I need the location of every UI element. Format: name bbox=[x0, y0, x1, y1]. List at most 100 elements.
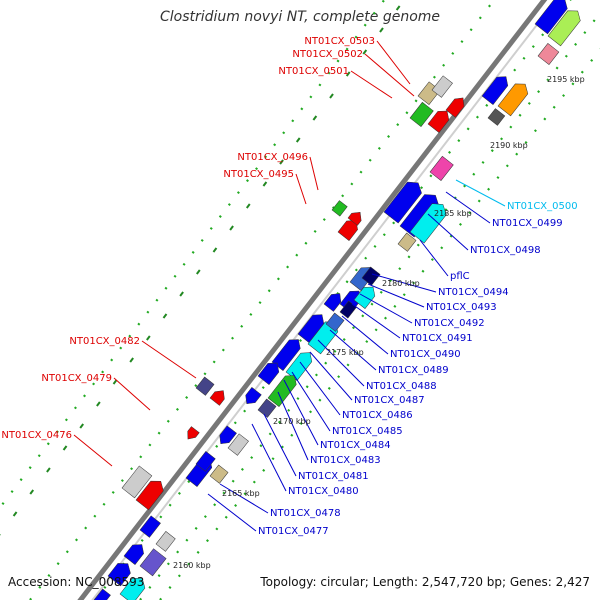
gene-feature bbox=[325, 312, 345, 332]
kbp-label: 2170 kbp bbox=[273, 417, 311, 426]
gene-feature bbox=[323, 293, 342, 312]
leader-line bbox=[291, 371, 331, 432]
kbp-label: 2190 kbp bbox=[490, 141, 528, 150]
gene-feature bbox=[271, 339, 301, 371]
gene-feature bbox=[409, 101, 434, 127]
gene-feature bbox=[547, 10, 581, 47]
leader-line bbox=[419, 239, 449, 277]
tick-mark bbox=[162, 313, 168, 319]
tick-mark bbox=[312, 115, 318, 121]
leader-line bbox=[283, 379, 319, 446]
gene-feature bbox=[245, 387, 262, 404]
gene-label-right: NT01CX_0494 bbox=[438, 287, 509, 298]
gene-label-left: NT01CX_0503 bbox=[304, 36, 375, 47]
tick-mark bbox=[96, 401, 101, 407]
leader-line bbox=[277, 391, 309, 461]
gene-feature bbox=[399, 194, 440, 238]
gene-label-right: NT01CX_0490 bbox=[390, 349, 461, 360]
leader-line bbox=[350, 70, 393, 99]
gene-feature bbox=[409, 203, 447, 244]
leader-line bbox=[251, 423, 287, 492]
leader-line bbox=[359, 293, 413, 324]
gene-labels: NT01CX_0503NT01CX_0502NT01CX_0501NT01CX_… bbox=[1, 36, 577, 537]
gene-feature bbox=[93, 588, 111, 600]
leader-line bbox=[367, 283, 425, 308]
backbone bbox=[77, 0, 558, 600]
gene-label-left: NT01CX_0482 bbox=[69, 336, 140, 347]
tick-mark bbox=[29, 489, 35, 495]
gene-label-right: NT01CX_0484 bbox=[320, 440, 391, 451]
tick-marks bbox=[0, 5, 401, 536]
leader-line bbox=[309, 156, 319, 191]
gene-label-right: NT01CX_0493 bbox=[426, 302, 497, 313]
gene-feature bbox=[209, 464, 229, 484]
gene-feature bbox=[537, 43, 560, 65]
gene-label-left: NT01CX_0502 bbox=[292, 49, 363, 60]
gene-label-right: NT01CX_0478 bbox=[270, 508, 341, 519]
gene-feature bbox=[155, 531, 176, 552]
gene-feature bbox=[383, 181, 422, 224]
leader-line bbox=[219, 483, 269, 514]
gene-label-right: NT01CX_0477 bbox=[258, 526, 329, 537]
kbp-label: 2195 kbp bbox=[547, 75, 585, 84]
tick-mark bbox=[345, 71, 351, 77]
leader-line bbox=[295, 173, 307, 205]
tick-mark bbox=[112, 379, 118, 385]
gene-label-right: NT01CX_0480 bbox=[288, 486, 359, 497]
tick-mark bbox=[395, 5, 401, 11]
kbp-label: 2165 kbp bbox=[222, 489, 260, 498]
gene-label-right: NT01CX_0487 bbox=[354, 395, 425, 406]
backbone-line bbox=[77, 0, 548, 600]
gene-feature bbox=[195, 376, 215, 396]
tick-mark bbox=[62, 445, 68, 451]
tick-mark bbox=[295, 137, 301, 143]
gene-label-left: NT01CX_0496 bbox=[237, 152, 308, 163]
leader-line bbox=[207, 493, 257, 532]
backbone-line-inner bbox=[91, 0, 558, 600]
gene-feature bbox=[119, 577, 146, 600]
leader-line bbox=[299, 361, 341, 416]
gene-label-right: NT01CX_0486 bbox=[342, 410, 413, 421]
gene-feature bbox=[431, 75, 453, 98]
leader-line bbox=[73, 434, 113, 467]
kbp-label: 2160 kbp bbox=[173, 561, 211, 570]
tick-mark bbox=[245, 203, 251, 209]
gene-label-right: NT01CX_0492 bbox=[414, 318, 485, 329]
gene-label-left: NT01CX_0495 bbox=[223, 169, 294, 180]
gene-feature bbox=[353, 286, 376, 309]
gene-label-right: NT01CX_0489 bbox=[378, 365, 449, 376]
leader-line bbox=[371, 273, 437, 293]
gene-feature bbox=[427, 110, 450, 133]
gene-feature bbox=[534, 0, 568, 35]
gene-label-right: NT01CX_0491 bbox=[402, 333, 473, 344]
gene-feature bbox=[187, 426, 200, 440]
gene-feature bbox=[107, 563, 131, 587]
gene-features bbox=[93, 0, 581, 600]
genome-stats: Topology: circular; Length: 2,547,720 bp… bbox=[260, 575, 590, 589]
leader-line bbox=[376, 40, 411, 85]
leader-line bbox=[364, 53, 415, 97]
leader-lines bbox=[73, 40, 506, 532]
gene-label-left: NT01CX_0501 bbox=[278, 66, 349, 77]
gene-feature bbox=[139, 515, 161, 538]
tick-mark bbox=[362, 49, 368, 55]
tick-mark bbox=[179, 291, 184, 297]
leader-line bbox=[329, 329, 377, 371]
leader-line bbox=[309, 351, 353, 401]
leader-line bbox=[445, 191, 491, 224]
gene-feature bbox=[195, 451, 216, 472]
gene-label-right: NT01CX_0483 bbox=[310, 455, 381, 466]
tick-mark bbox=[279, 159, 284, 165]
gene-label-right: NT01CX_0498 bbox=[470, 245, 541, 256]
gene-feature bbox=[397, 232, 417, 252]
gene-feature bbox=[497, 83, 529, 117]
leader-line bbox=[141, 340, 197, 379]
gene-feature bbox=[331, 200, 348, 217]
tick-mark bbox=[212, 247, 218, 253]
gene-feature bbox=[347, 211, 362, 226]
leader-line bbox=[317, 339, 365, 387]
